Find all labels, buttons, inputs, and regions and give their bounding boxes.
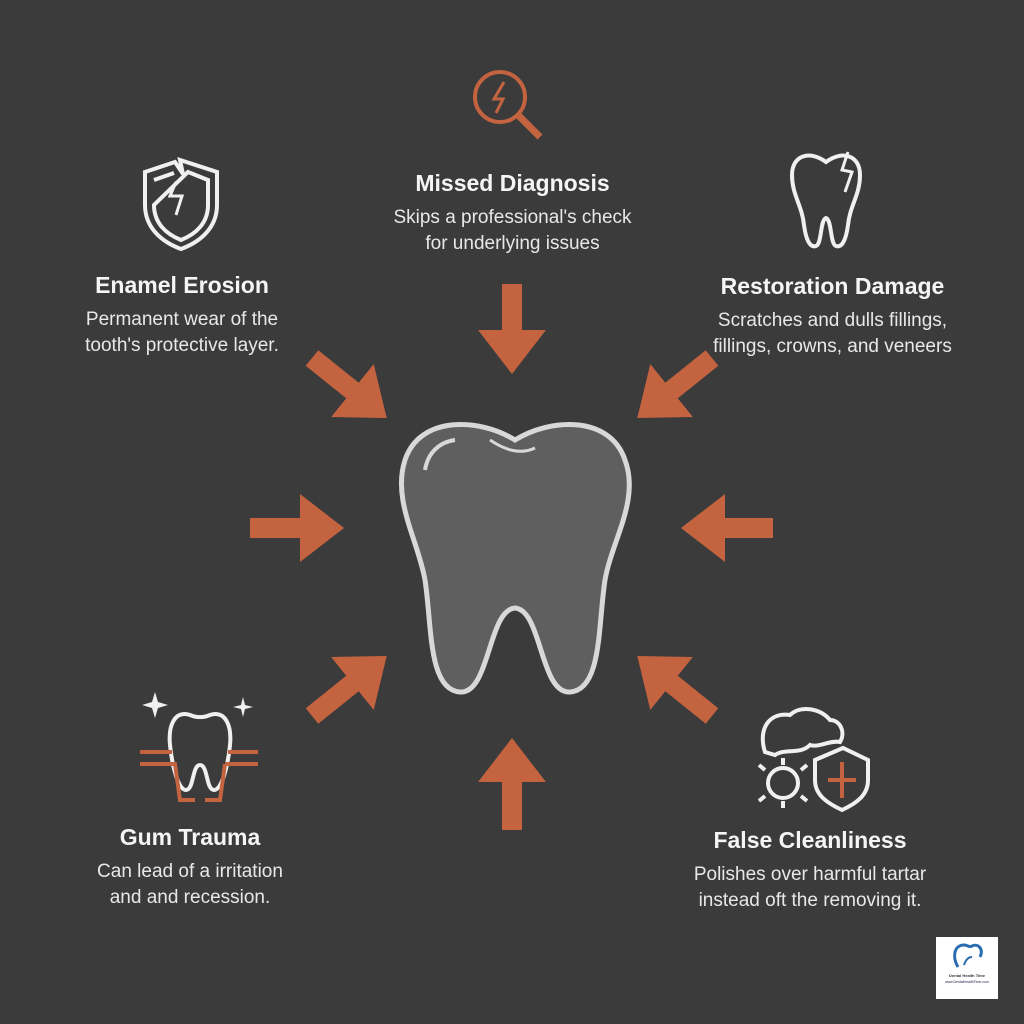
item-desc-line: Can lead of a irritation bbox=[97, 861, 283, 882]
item-title: Restoration Damage bbox=[720, 273, 945, 299]
item-desc-line: tooth's protective layer. bbox=[85, 335, 279, 356]
logo-url: www.DentalHealthTime.com bbox=[945, 980, 989, 984]
central-tooth-icon bbox=[398, 422, 632, 695]
item-restoration-damage: Restoration Damage Scratches and dulls f… bbox=[680, 273, 985, 360]
arrow-bottom-left bbox=[305, 655, 387, 724]
item-desc-line: Scratches and dulls fillings, bbox=[717, 310, 948, 331]
item-title: False Cleanliness bbox=[713, 827, 907, 853]
item-title: Missed Diagnosis bbox=[415, 170, 610, 196]
item-desc-line: Polishes over harmful tartar bbox=[693, 864, 927, 885]
item-desc-line: fillings, crowns, and veneers bbox=[713, 336, 952, 357]
item-desc-line: for underlying issues bbox=[425, 233, 600, 254]
item-title: Enamel Erosion bbox=[95, 272, 269, 298]
item-desc-line: instead oft the removing it. bbox=[698, 890, 922, 911]
item-desc-line: Skips a professional's check bbox=[393, 207, 632, 228]
arrow-top-left bbox=[305, 350, 387, 419]
arrow-top-right bbox=[637, 350, 719, 419]
item-enamel-erosion: Enamel Erosion Permanent wear of the too… bbox=[42, 272, 322, 359]
cracked-shield-icon bbox=[143, 157, 219, 252]
cracked-tooth-icon bbox=[789, 151, 863, 249]
item-gum-trauma: Gum Trauma Can lead of a irritation and … bbox=[60, 824, 320, 911]
item-desc-line: Permanent wear of the bbox=[85, 309, 279, 330]
arrow-bottom-right bbox=[637, 655, 719, 724]
brand-logo: Dental Health Time www.DentalHealthTime.… bbox=[936, 937, 998, 999]
magnifier-lightning-icon bbox=[473, 70, 543, 140]
logo-name: Dental Health Time bbox=[949, 973, 985, 978]
item-title: Gum Trauma bbox=[119, 824, 261, 850]
tooth-bacteria-shield-icon bbox=[757, 707, 870, 813]
tooth-gum-icon bbox=[140, 692, 258, 802]
tooth-logo-icon bbox=[953, 943, 983, 968]
item-desc-line: and and recession. bbox=[109, 887, 271, 908]
item-missed-diagnosis: Missed Diagnosis Skips a professional's … bbox=[340, 170, 685, 257]
item-false-cleanliness: False Cleanliness Polishes over harmful … bbox=[660, 827, 960, 914]
